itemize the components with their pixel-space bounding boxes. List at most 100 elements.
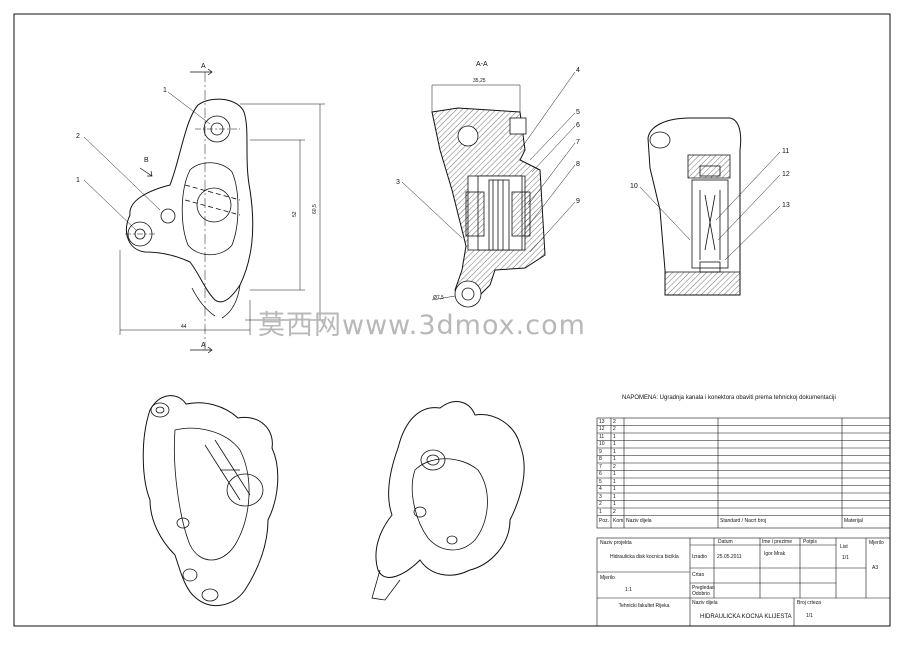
balloon-4: 4 bbox=[576, 67, 580, 74]
leader-10 bbox=[639, 186, 691, 241]
iso1-outline bbox=[142, 395, 279, 606]
bom-cell-pos: 2 bbox=[599, 501, 602, 507]
bom-cell-qty: 1 bbox=[613, 478, 616, 485]
bom-cell-pos: 4 bbox=[599, 486, 602, 492]
school-name: Tehnicki fakultet Rijeka bbox=[618, 603, 670, 609]
bom-header-pos: Poz. bbox=[599, 517, 610, 524]
section-pad-left bbox=[465, 191, 485, 237]
format-value: A3 bbox=[872, 565, 879, 571]
bom-cell-pos: 10 bbox=[599, 441, 605, 447]
dim-height-inner bbox=[250, 139, 305, 291]
balloon-13: 13 bbox=[782, 202, 790, 209]
side-view-spring-bottom bbox=[699, 261, 721, 273]
bom-cell-qty: 1 bbox=[613, 486, 616, 492]
front-view bbox=[83, 68, 325, 354]
section-bleed-hole bbox=[457, 125, 479, 147]
bom-cell-qty: 1 bbox=[613, 441, 616, 447]
side-view-pads bbox=[699, 190, 721, 260]
section-dim-dia bbox=[431, 295, 456, 301]
part-name: HIDRAULICKA KOCNA KLIJESTA bbox=[700, 614, 792, 620]
iso2-hole-mid bbox=[413, 506, 427, 518]
part-label: Naziv dijela bbox=[692, 600, 718, 606]
balloon-8: 8 bbox=[576, 161, 580, 168]
dim-height-outer bbox=[240, 103, 325, 321]
iso1-hole-mid bbox=[176, 517, 190, 529]
bom-cell-qty: 2 bbox=[613, 418, 616, 425]
leader-9 bbox=[529, 201, 576, 253]
bom-header-std: Standard / Nacrt broj bbox=[720, 517, 767, 524]
sign-label: Potpis bbox=[803, 539, 817, 545]
cut-mark-top: A bbox=[201, 63, 206, 70]
bom-cell-pos: 7 bbox=[599, 463, 602, 470]
iso1-inner bbox=[174, 427, 250, 561]
designed-label: Izradio bbox=[692, 554, 708, 560]
section-label: A-A bbox=[476, 61, 488, 68]
leader-3 bbox=[401, 181, 463, 239]
side-view-hatch-top bbox=[687, 154, 731, 179]
balloon-front-1a: 1 bbox=[163, 87, 167, 94]
mark-label: Mjerilo bbox=[869, 540, 884, 546]
scale-label: Mjerilo bbox=[600, 575, 615, 581]
sheet-value: 1/1 bbox=[842, 555, 849, 561]
balloon-front-1b: 1 bbox=[76, 177, 80, 184]
view-b-arrow bbox=[139, 167, 153, 177]
sheet-border bbox=[13, 13, 891, 627]
side-view bbox=[639, 117, 781, 296]
iso2-inner bbox=[411, 458, 488, 551]
leader-7 bbox=[527, 142, 576, 206]
bom-table-grid bbox=[596, 417, 891, 529]
balloon-5: 5 bbox=[576, 109, 580, 116]
iso1-channel bbox=[204, 439, 251, 501]
iso2-outline bbox=[375, 401, 525, 578]
iso2-hole-low bbox=[446, 535, 458, 545]
side-view-bleeder bbox=[649, 131, 671, 149]
scale-value: 1:1 bbox=[625, 587, 632, 593]
approved-label: Odobrio bbox=[692, 591, 710, 597]
drawing-labels: A-A A A B 35,25 52 60,5 44 Ø7,5 1 2 1 3 … bbox=[76, 61, 790, 349]
dim-width-bottom: 44 bbox=[181, 324, 187, 330]
view-mark: B bbox=[144, 157, 149, 164]
balloon-10: 10 bbox=[630, 183, 638, 190]
name-label: Ime i prezime bbox=[762, 539, 793, 545]
front-view-outline bbox=[126, 98, 254, 303]
dim-height-inner-text: 52 bbox=[292, 211, 298, 217]
bom-cell-pos: 6 bbox=[599, 471, 602, 477]
leader-1-top bbox=[167, 91, 211, 125]
balloon-9: 9 bbox=[576, 198, 580, 205]
bom-cell-qty: 1 bbox=[613, 448, 616, 455]
checked-label: Pregledao bbox=[692, 585, 715, 591]
iso1-hole-low bbox=[182, 568, 198, 582]
drawing-no-value: 1/1 bbox=[806, 613, 813, 619]
bom-cell-qty: 1 bbox=[613, 493, 616, 500]
bom-cell-pos: 3 bbox=[599, 493, 602, 500]
section-screw bbox=[509, 117, 527, 135]
front-view-hidden-lines bbox=[184, 184, 241, 216]
bom-cell-qty: 1 bbox=[613, 433, 616, 440]
bom-cell-pos: 8 bbox=[599, 456, 602, 462]
leader-1-left bbox=[83, 179, 137, 231]
bom-cell-qty: 2 bbox=[613, 508, 616, 515]
section-lower-pin bbox=[461, 287, 475, 301]
iso1-hole-top bbox=[150, 402, 170, 418]
side-view-hatch-bottom bbox=[664, 271, 741, 296]
iso1-hole-right bbox=[201, 588, 219, 602]
iso2-arm bbox=[371, 569, 401, 601]
bom-cell-pos: 11 bbox=[599, 433, 605, 440]
balloon-front-2: 2 bbox=[76, 133, 80, 140]
date-label: Datum bbox=[718, 539, 733, 545]
watermark: 莫西网www.3dmox.com bbox=[258, 310, 586, 341]
leader-11 bbox=[715, 151, 781, 221]
section-disc-lines bbox=[492, 180, 504, 250]
section-lower-pin-outer bbox=[454, 280, 482, 308]
section-disc bbox=[488, 179, 510, 251]
cut-arrow-bottom bbox=[190, 346, 213, 354]
dim-width-top: 35,25 bbox=[473, 78, 486, 84]
dim-height-outer-text: 60,5 bbox=[312, 204, 318, 214]
bom-cell-pos: 5 bbox=[599, 478, 602, 485]
section-view bbox=[401, 71, 576, 308]
bom-border bbox=[596, 417, 891, 529]
section-pad-right bbox=[511, 191, 531, 237]
drawn-label: Crtao bbox=[692, 572, 705, 578]
